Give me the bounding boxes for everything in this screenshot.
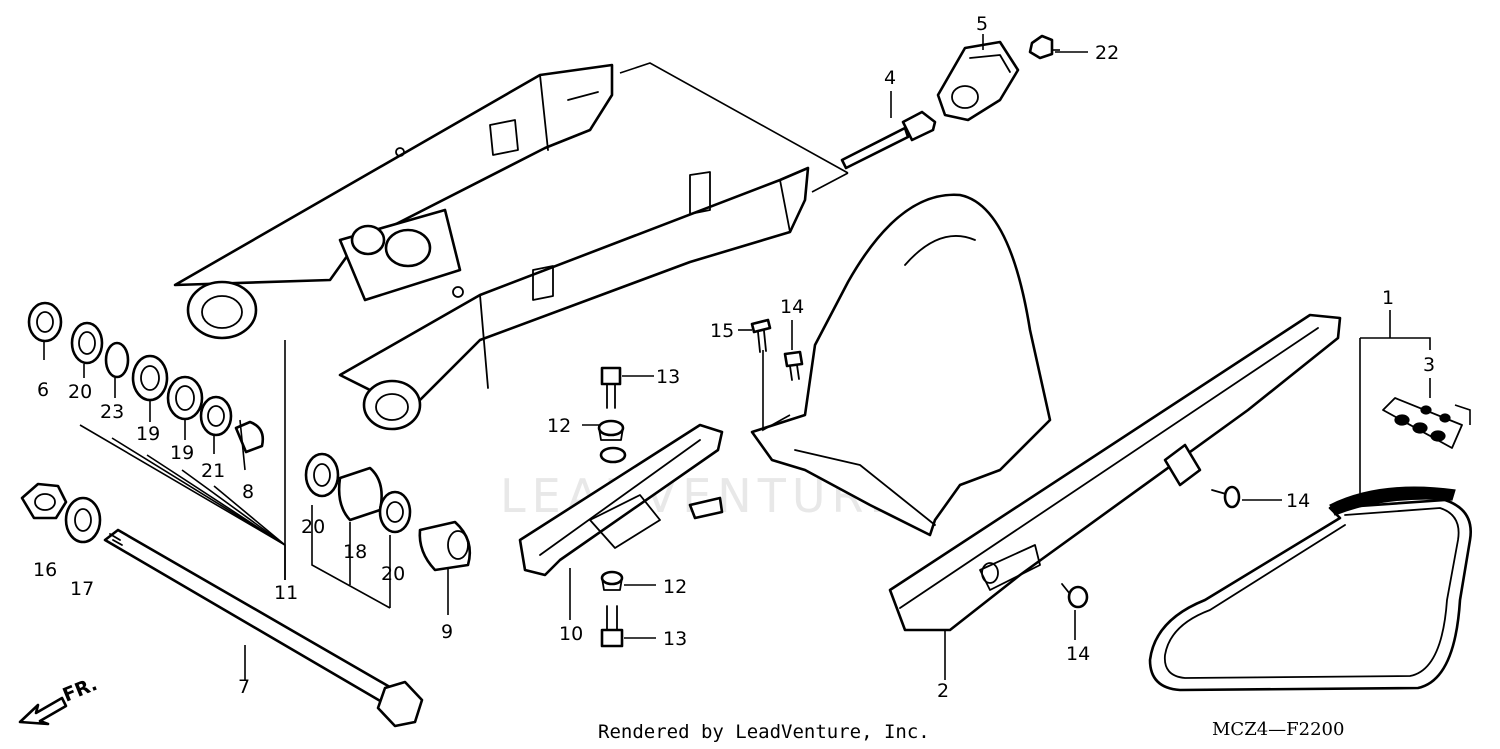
master-link-part[interactable] <box>1382 397 1463 449</box>
callout-8: 8 <box>242 481 254 503</box>
screw-15[interactable] <box>750 318 772 353</box>
callout-7: 7 <box>238 676 250 698</box>
pivot-bearing-set[interactable] <box>27 301 265 454</box>
collar-12-lower[interactable] <box>600 570 624 591</box>
pivot-bolt-part[interactable] <box>103 528 424 728</box>
footer-credit: Rendered by LeadVenture, Inc. <box>598 721 930 743</box>
callout-1: 1 <box>1382 287 1394 309</box>
callout-4: 4 <box>884 67 896 89</box>
adjuster-nut-part[interactable] <box>1028 34 1054 60</box>
callout-20-left: 20 <box>68 381 92 403</box>
pivot-bearing-set-right[interactable] <box>304 452 472 572</box>
callout-6: 6 <box>37 379 49 401</box>
front-arrow-icon <box>18 696 68 726</box>
callout-14-bottom: 14 <box>1066 643 1090 665</box>
callout-20-mid: 20 <box>301 516 325 538</box>
callout-18: 18 <box>343 541 367 563</box>
callout-12-lower: 12 <box>663 576 687 598</box>
callout-21: 21 <box>201 460 225 482</box>
callout-19-left: 19 <box>136 423 160 445</box>
callout-3: 3 <box>1423 354 1435 376</box>
adjuster-bolt-part[interactable] <box>840 110 937 170</box>
pivot-washer-part[interactable] <box>64 496 102 544</box>
callout-14-right: 14 <box>1286 490 1310 512</box>
callout-23: 23 <box>100 401 124 423</box>
callout-17: 17 <box>70 578 94 600</box>
front-label: FR. <box>60 673 101 707</box>
pivot-nut-part[interactable] <box>20 482 68 520</box>
diagram-code: MCZ4—F2200 <box>1212 719 1344 740</box>
callout-9: 9 <box>441 621 453 643</box>
callout-13-upper: 13 <box>656 366 680 388</box>
collar-12-upper[interactable] <box>597 419 625 441</box>
callout-19-right: 19 <box>170 442 194 464</box>
bolt-13-lower[interactable] <box>600 605 624 648</box>
callout-10: 10 <box>559 623 583 645</box>
callout-13-lower: 13 <box>663 628 687 650</box>
screw-14a[interactable] <box>783 350 804 381</box>
drive-chain-part[interactable] <box>1148 486 1473 692</box>
callout-2: 2 <box>937 680 949 702</box>
callout-12-upper: 12 <box>547 415 571 437</box>
front-direction-indicator: FR. <box>18 673 101 726</box>
adjuster-plate-part[interactable] <box>936 40 1020 122</box>
screw-14c[interactable] <box>1061 583 1089 609</box>
chain-slider-part[interactable] <box>518 423 724 577</box>
rear-hugger-chain-case-part[interactable] <box>750 193 1342 632</box>
callout-15: 15 <box>710 320 734 342</box>
callout-16: 16 <box>33 559 57 581</box>
callout-labels: 1 2 3 4 5 6 7 8 9 10 11 12 12 13 13 14 1… <box>33 13 1435 702</box>
swingarm-part[interactable] <box>173 63 810 431</box>
screw-14b[interactable] <box>1211 485 1241 509</box>
leader-lines <box>43 34 1471 680</box>
callout-22: 22 <box>1095 42 1119 64</box>
bolt-13-upper[interactable] <box>600 366 622 409</box>
callout-11: 11 <box>274 582 298 604</box>
callout-5: 5 <box>976 13 988 35</box>
callout-14-top: 14 <box>780 296 804 318</box>
callout-20-right: 20 <box>381 563 405 585</box>
